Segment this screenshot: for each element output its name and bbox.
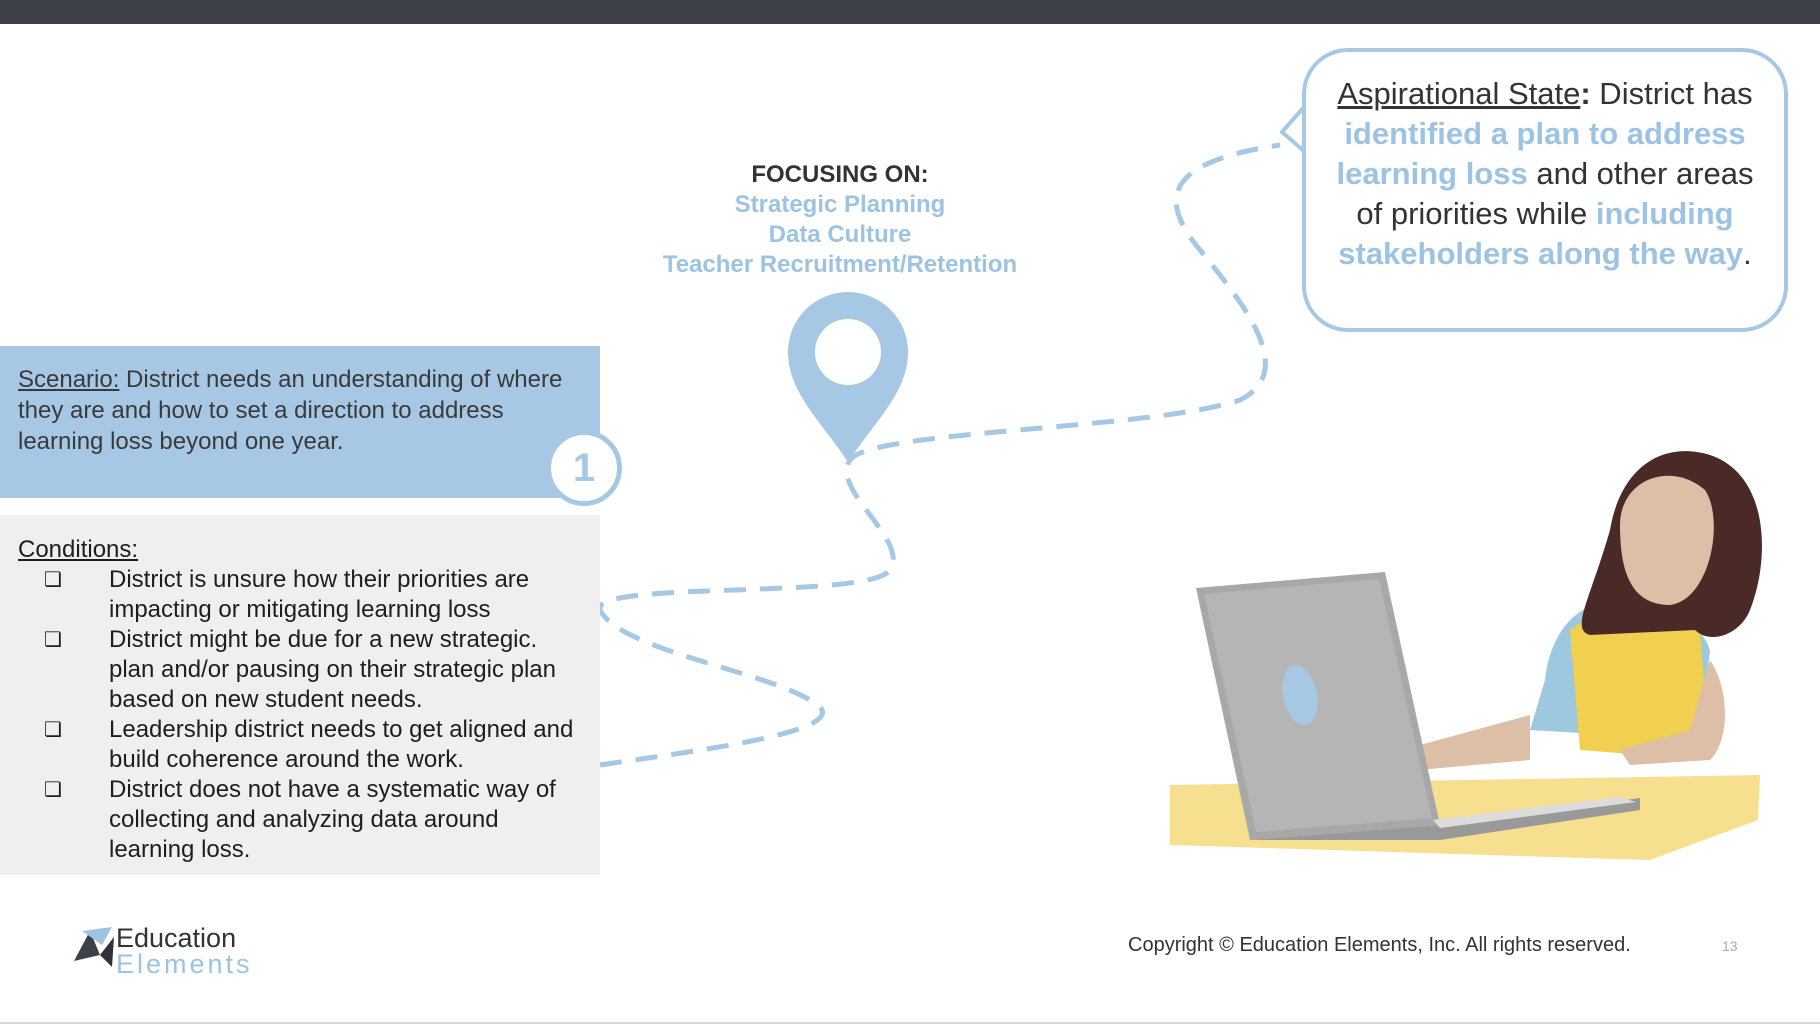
focus-item-strategic-planning: Strategic Planning [734,191,946,218]
aspirational-state-bubble: Aspirational State: District has identif… [1302,48,1788,332]
logo-text-elements: Elements [116,949,253,979]
scenario-text: District needs an understanding of where… [18,366,563,455]
page-number: 13 [1722,938,1738,954]
step-number-badge: 1 [546,430,622,506]
scenario-label: Scenario: [18,366,120,393]
list-item: ❏District does not have a systematic way… [44,776,556,863]
person-laptop-illustration [1170,451,1762,860]
list-item: ❏District might be due for a new strateg… [44,626,556,713]
checkbox-bullet-icon: ❏ [44,779,62,801]
list-item: ❏Leadership district needs to get aligne… [44,716,574,773]
aspirational-label: Aspirational State [1337,76,1581,111]
education-elements-logo-icon [74,927,114,967]
logo-text-education: Education [116,923,237,953]
map-pin-icon [788,292,908,462]
conditions-list: ❏District is unsure how their priorities… [18,565,582,865]
focusing-on-block: FOCUSING ON: Strategic Planning Data Cul… [640,160,1040,280]
checkbox-bullet-icon: ❏ [44,719,62,741]
checkbox-bullet-icon: ❏ [44,569,62,591]
checkbox-bullet-icon: ❏ [44,629,62,651]
copyright-notice: Copyright © Education Elements, Inc. All… [1128,934,1631,956]
focusing-heading: FOCUSING ON: [751,161,929,188]
scenario-box: Scenario: District needs an understandin… [0,346,600,498]
conditions-box: Conditions: ❏District is unsure how thei… [0,515,600,875]
focus-item-data-culture: Data Culture [768,221,912,248]
focus-item-teacher-recruitment: Teacher Recruitment/Retention [662,251,1018,278]
top-bar [0,0,1820,24]
list-item: ❏District is unsure how their priorities… [44,566,530,623]
conditions-label: Conditions: [18,536,139,563]
bottom-divider [0,1022,1820,1024]
